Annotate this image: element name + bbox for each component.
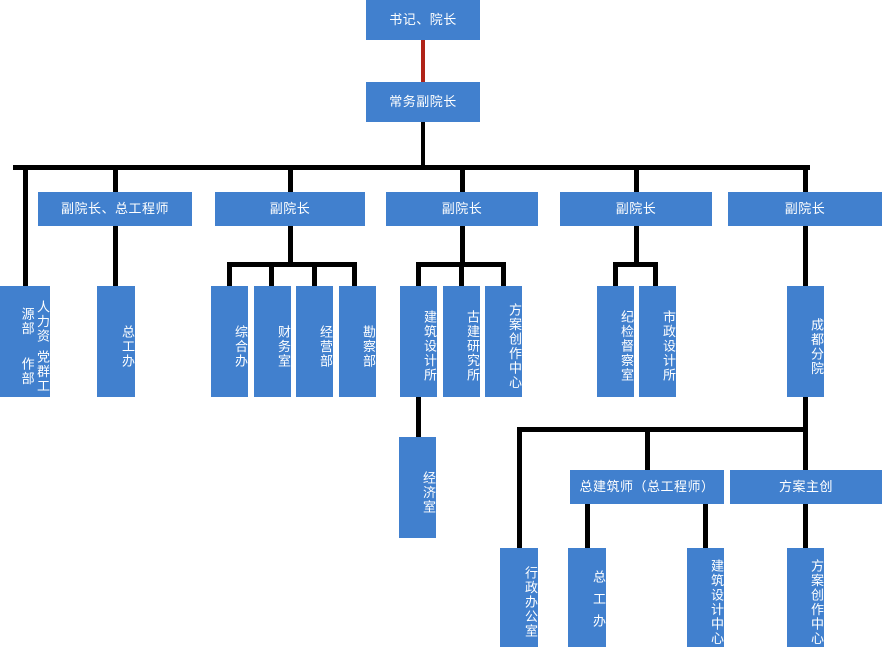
node-secretary-president-label: 书记、院长 [389, 12, 457, 28]
connector-president-to-exec-vp [421, 40, 425, 82]
connector-exec-vp-stem [421, 122, 425, 167]
node-general-office-label: 综合办 [233, 324, 248, 369]
connector-vp3-drop-arch [416, 262, 421, 286]
node-admin-office[interactable]: 行政办公室 [500, 548, 538, 647]
connector-bus-drop-vp4 [634, 165, 639, 192]
node-chief-engineer-office-label: 总工办 [120, 324, 135, 369]
node-management-dept[interactable]: 经营部 [296, 286, 333, 397]
connector-bus-drop-vp5 [803, 165, 808, 192]
connector-vp3-stem [460, 226, 465, 264]
node-hr-party-dept-label-b: 人力资源部 [19, 299, 50, 344]
connector-vp3-drop-scheme [501, 262, 506, 286]
node-finance-office-label: 财务室 [276, 324, 291, 369]
connector-chief-architect-drop-eng-office [585, 504, 590, 548]
node-vp-3-label: 副院长 [441, 201, 483, 217]
node-scheme-lead-label: 方案主创 [778, 479, 833, 495]
connector-bus-drop-vp3 [460, 165, 465, 192]
node-arch-design-institute[interactable]: 建筑设计所 [400, 286, 437, 397]
node-economics-office[interactable]: 经济室 [399, 437, 436, 538]
node-vp-3[interactable]: 副院长 [386, 192, 538, 226]
connector-vp4-stem [634, 226, 639, 264]
node-chief-engineer-office-2-label: 总工办 [591, 569, 606, 636]
node-chief-architect-label: 总建筑师（总工程师） [579, 479, 715, 495]
node-ancient-arch-institute-label: 古建研究所 [465, 310, 480, 383]
node-scheme-lead[interactable]: 方案主创 [730, 470, 882, 504]
node-vp-4[interactable]: 副院长 [560, 192, 712, 226]
node-survey-dept-label: 勘察部 [361, 324, 376, 369]
connector-scheme-lead-drop-creation-center [803, 504, 808, 548]
node-vp-5[interactable]: 副院长 [728, 192, 882, 226]
node-arch-design-institute-label: 建筑设计所 [422, 310, 437, 383]
node-admin-office-label: 行政办公室 [523, 566, 538, 639]
connector-chengdu-drop-scheme-lead [803, 427, 808, 470]
connector-vp3-drop-ancient [459, 262, 464, 286]
node-economics-office-label: 经济室 [421, 470, 436, 515]
node-finance-office[interactable]: 财务室 [254, 286, 291, 397]
node-hr-party-dept-label-a: 党群工作部 [19, 350, 50, 394]
node-vp-chief-engineer[interactable]: 副院长、总工程师 [38, 192, 192, 226]
node-chief-engineer-office-2[interactable]: 总工办 [568, 548, 606, 647]
node-scheme-creation-center-2[interactable]: 方案创作中心 [787, 548, 824, 647]
connector-vp-bus-horizontal [13, 165, 810, 170]
node-discipline-office-label: 纪检督察室 [619, 310, 634, 383]
connector-bus-drop-hr-party [23, 165, 28, 286]
node-discipline-office[interactable]: 纪检督察室 [597, 286, 634, 397]
node-executive-vice-president-label: 常务副院长 [389, 94, 457, 110]
connector-vp2-drop-survey [352, 262, 357, 286]
node-vp-5-label: 副院长 [784, 201, 826, 217]
node-general-office[interactable]: 综合办 [211, 286, 248, 397]
node-municipal-design-institute-label: 市政设计所 [661, 310, 676, 383]
connector-vp4-bus [613, 262, 658, 267]
connector-vp4-drop-discipline [613, 262, 618, 286]
connector-vp1-to-chief-eng-office [113, 226, 118, 286]
connector-chengdu-stem [803, 397, 808, 430]
node-chief-architect[interactable]: 总建筑师（总工程师） [570, 470, 724, 504]
node-scheme-creation-center-label: 方案创作中心 [507, 303, 522, 390]
node-chengdu-branch[interactable]: 成都分院 [787, 286, 824, 397]
node-arch-design-center[interactable]: 建筑设计中心 [687, 548, 724, 647]
node-vp-2-label: 副院长 [269, 201, 311, 217]
connector-bus-drop-vp2 [288, 165, 293, 192]
node-ancient-arch-institute[interactable]: 古建研究所 [443, 286, 480, 397]
connector-chengdu-drop-chief-architect [645, 427, 650, 470]
node-hr-party-dept[interactable]: 人力资源部党群工作部 [0, 286, 50, 397]
connector-chief-architect-drop-arch-center [703, 504, 708, 548]
node-chief-engineer-office[interactable]: 总工办 [97, 286, 135, 397]
node-scheme-creation-center[interactable]: 方案创作中心 [485, 286, 522, 397]
node-municipal-design-institute[interactable]: 市政设计所 [639, 286, 676, 397]
connector-chengdu-bus [517, 427, 808, 432]
node-executive-vice-president[interactable]: 常务副院长 [366, 82, 480, 122]
connector-vp4-drop-municipal [653, 262, 658, 286]
connector-vp2-bus [227, 262, 357, 267]
node-chengdu-branch-label: 成都分院 [809, 317, 824, 376]
connector-chengdu-drop-admin [517, 427, 522, 548]
connector-vp2-drop-finance [269, 262, 274, 286]
node-scheme-creation-center-2-label: 方案创作中心 [809, 559, 824, 646]
connector-arch-to-economics [416, 397, 421, 437]
node-survey-dept[interactable]: 勘察部 [339, 286, 376, 397]
connector-vp2-drop-general [227, 262, 232, 286]
connector-bus-drop-vp1 [113, 165, 118, 192]
node-vp-chief-engineer-label: 副院长、总工程师 [60, 201, 169, 217]
node-vp-2[interactable]: 副院长 [215, 192, 365, 226]
connector-vp2-drop-management [312, 262, 317, 286]
node-arch-design-center-label: 建筑设计中心 [709, 559, 724, 646]
connector-vp5-to-chengdu [803, 226, 808, 286]
node-management-dept-label: 经营部 [318, 324, 333, 369]
node-vp-4-label: 副院长 [615, 201, 657, 217]
connector-vp2-stem [288, 226, 293, 264]
node-secretary-president[interactable]: 书记、院长 [366, 0, 480, 40]
